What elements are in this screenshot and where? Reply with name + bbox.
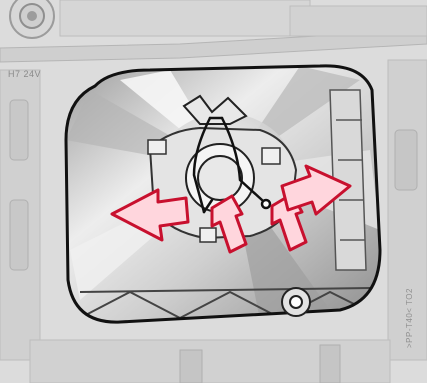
adjuster-screw-icon (282, 288, 310, 316)
mounting-boss-icon (10, 0, 54, 38)
bulb-type-label: H7 24V (8, 69, 41, 79)
material-marking: >PP-T40< TO2 (405, 288, 414, 348)
